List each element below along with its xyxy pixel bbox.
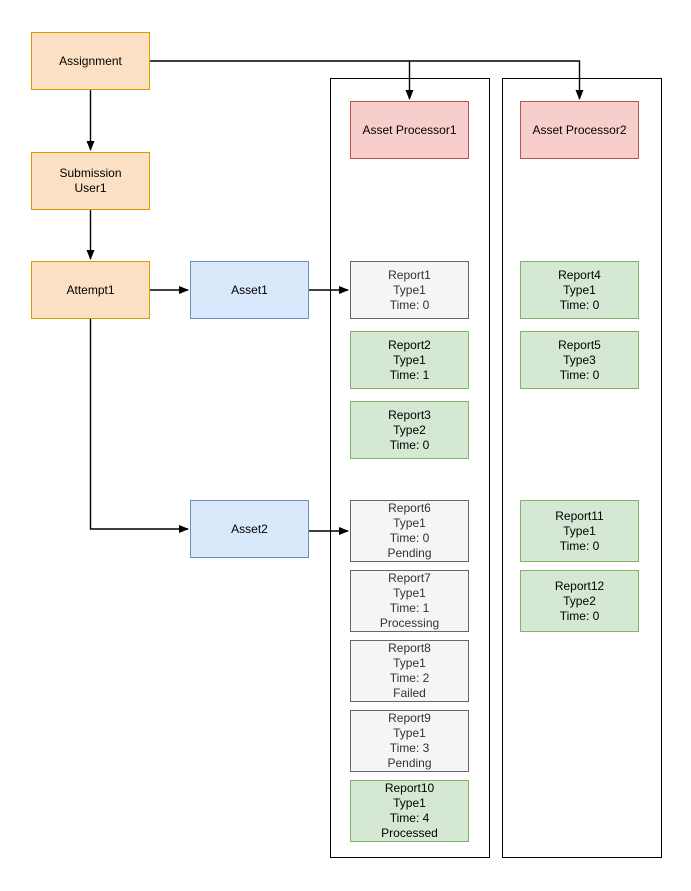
node-asset-processor2-label: Asset Processor2 [532, 122, 627, 137]
node-report8-time: Time: 2 [389, 671, 430, 685]
node-report10-type: Type1 [393, 796, 426, 810]
node-report10-name: Report10 [384, 781, 435, 795]
node-asset2[interactable]: Asset2 [190, 500, 309, 558]
node-report1-type: Type1 [393, 282, 426, 297]
node-asset-processor1-label: Asset Processor1 [362, 122, 457, 137]
node-report7-time: Time: 1 [389, 601, 430, 615]
node-report8-type: Type1 [393, 656, 426, 670]
node-report10-time: Time: 4 [389, 811, 430, 825]
node-report1-name: Report1 [388, 267, 431, 282]
node-asset1-label: Asset1 [231, 282, 268, 297]
node-report2-time: Time: 1 [389, 367, 430, 382]
node-assignment[interactable]: Assignment [31, 32, 150, 90]
node-report4-name: Report4 [558, 267, 601, 282]
node-report4-type: Type1 [563, 282, 596, 297]
node-report7-type: Type1 [393, 586, 426, 600]
node-report7-status: Processing [379, 616, 440, 630]
node-report9-name: Report9 [388, 711, 431, 725]
node-report3-name: Report3 [388, 407, 431, 422]
node-report12-time: Time: 0 [559, 608, 600, 623]
node-report8-name: Report8 [388, 641, 431, 655]
node-report1-time: Time: 0 [389, 297, 430, 312]
node-report5-time: Time: 0 [559, 367, 600, 382]
node-report6-type: Type1 [393, 516, 426, 530]
node-report3-time: Time: 0 [389, 437, 430, 452]
node-report7-name: Report7 [388, 571, 431, 585]
node-report12-name: Report12 [554, 578, 605, 593]
node-report6-status: Pending [387, 546, 432, 560]
node-submission-label: Submission [59, 166, 122, 180]
node-report2-type: Type1 [393, 352, 426, 367]
node-report2-name: Report2 [388, 337, 431, 352]
node-report6-time: Time: 0 [389, 531, 430, 545]
node-report5-name: Report5 [558, 337, 601, 352]
node-report10-status: Processed [381, 826, 438, 840]
node-attempt-label: Attempt1 [66, 282, 115, 297]
node-report12-type: Type2 [563, 593, 596, 608]
processor2-pool [502, 78, 662, 858]
node-report4-time: Time: 0 [559, 297, 600, 312]
node-assignment-label: Assignment [59, 53, 122, 68]
node-report9-time: Time: 3 [389, 741, 430, 755]
edge-attempt-to-asset2 [89, 319, 189, 533]
node-submission[interactable]: Submission User1 [31, 152, 150, 210]
node-report8-status: Failed [393, 686, 426, 700]
node-report6-name: Report6 [388, 501, 431, 515]
node-report9-type: Type1 [393, 726, 426, 740]
node-report9-status: Pending [387, 756, 432, 770]
node-report3-type: Type2 [393, 422, 426, 437]
node-asset-processor1[interactable]: Asset Processor1 [350, 101, 469, 159]
node-report11-type: Type1 [563, 523, 596, 538]
node-submission-user: User1 [74, 181, 107, 195]
node-attempt[interactable]: Attempt1 [31, 261, 150, 319]
node-asset-processor2[interactable]: Asset Processor2 [520, 101, 639, 159]
node-asset2-label: Asset2 [231, 521, 268, 536]
node-asset1[interactable]: Asset1 [190, 261, 309, 319]
node-report11-name: Report11 [555, 508, 604, 523]
node-report5-type: Type3 [563, 352, 596, 367]
node-report11-time: Time: 0 [559, 538, 600, 553]
